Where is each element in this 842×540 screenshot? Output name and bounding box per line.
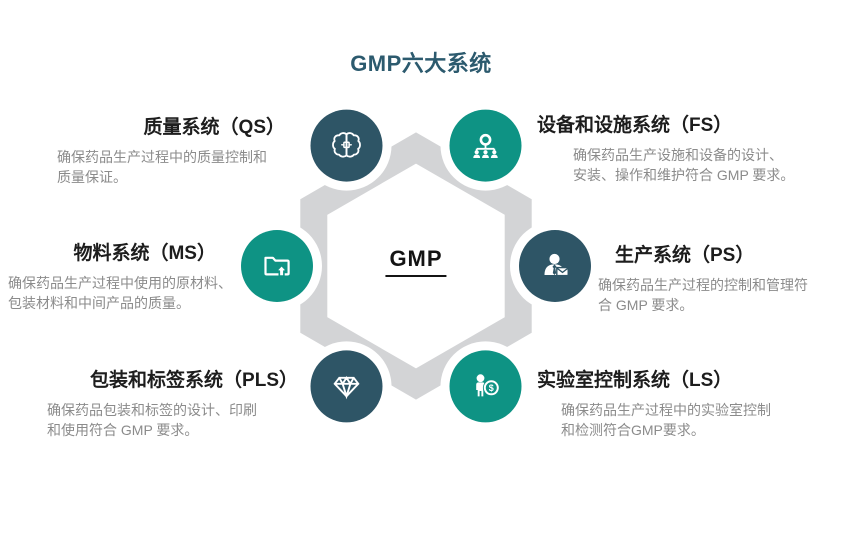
- system-desc-line: 确保药品生产设施和设备的设计、: [573, 147, 783, 163]
- system-desc-fs: 确保药品生产设施和设备的设计、 安装、操作和维护符合 GMP 要求。: [537, 145, 817, 185]
- folder-upload-icon: [264, 256, 290, 277]
- system-node-fs: [449, 109, 522, 182]
- system-desc-line: 确保药品生产过程中的质量控制和: [57, 149, 267, 165]
- system-desc-ps: 确保药品生产过程的控制和管理符 合 GMP 要求。: [598, 275, 838, 315]
- person-dollar-icon: $: [476, 374, 500, 397]
- system-block-qs: 质量系统（QS） 确保药品生产过程中的质量控制和 质量保证。: [57, 116, 285, 187]
- system-title-fs: 设备和设施系统（FS）: [537, 115, 733, 136]
- node-circle: [310, 350, 383, 423]
- system-node-pls: [310, 350, 383, 423]
- system-desc-pls: 确保药品包装和标签的设计、印刷 和使用符合 GMP 要求。: [47, 400, 298, 440]
- page-title: GMP六大系统: [350, 51, 492, 76]
- system-desc-line: 确保药品生产过程中使用的原材料、: [8, 275, 232, 291]
- brain-icon: [332, 132, 361, 158]
- node-circle: [241, 230, 313, 302]
- system-desc-line: 质量保证。: [57, 169, 127, 185]
- system-block-ms: 物料系统（MS） 确保药品生产过程中使用的原材料、 包装材料和中间产品的质量。: [8, 242, 242, 313]
- system-desc-line: 确保药品包装和标签的设计、印刷: [47, 402, 257, 418]
- org-chart-icon: [473, 133, 498, 158]
- system-desc-line: 和检测符合GMP要求。: [561, 422, 705, 438]
- system-desc-line: 合 GMP 要求。: [598, 297, 694, 313]
- system-block-pls: 包装和标签系统（PLS） 确保药品包装和标签的设计、印刷 和使用符合 GMP 要…: [47, 369, 298, 440]
- system-title-ms: 物料系统（MS）: [73, 243, 216, 264]
- system-node-ms: [241, 230, 313, 302]
- center-gmp-label: GMP: [385, 246, 447, 277]
- system-block-fs: 设备和设施系统（FS） 确保药品生产设施和设备的设计、 安装、操作和维护符合 G…: [537, 114, 817, 185]
- system-title-pls: 包装和标签系统（PLS）: [90, 370, 298, 391]
- system-desc-ms: 确保药品生产过程中使用的原材料、 包装材料和中间产品的质量。: [8, 273, 242, 313]
- diamond-icon: [333, 376, 360, 400]
- person-mail-icon: [544, 253, 569, 277]
- system-desc-line: 确保药品生产过程的控制和管理符: [598, 277, 808, 293]
- system-desc-line: 和使用符合 GMP 要求。: [47, 422, 199, 438]
- system-title-qs: 质量系统（QS）: [143, 117, 285, 138]
- system-desc-line: 安装、操作和维护符合 GMP 要求。: [573, 167, 795, 183]
- dollar-sign: $: [489, 383, 494, 393]
- hexagon-band: [300, 132, 532, 400]
- system-desc-line: 包装材料和中间产品的质量。: [8, 295, 190, 311]
- system-node-qs: [310, 109, 383, 182]
- system-block-ps: 生产系统（PS） 确保药品生产过程的控制和管理符 合 GMP 要求。: [598, 244, 838, 315]
- system-desc-line: 确保药品生产过程中的实验室控制: [561, 402, 771, 418]
- system-desc-qs: 确保药品生产过程中的质量控制和 质量保证。: [57, 147, 285, 187]
- system-block-ls: 实验室控制系统（LS） 确保药品生产过程中的实验室控制 和检测符合GMP要求。: [537, 369, 827, 440]
- system-node-ls: $: [449, 350, 522, 423]
- system-title-ps: 生产系统（PS）: [615, 245, 755, 266]
- system-node-ps: [519, 230, 591, 302]
- system-title-ls: 实验室控制系统（LS）: [537, 370, 733, 391]
- system-desc-ls: 确保药品生产过程中的实验室控制 和检测符合GMP要求。: [537, 400, 827, 440]
